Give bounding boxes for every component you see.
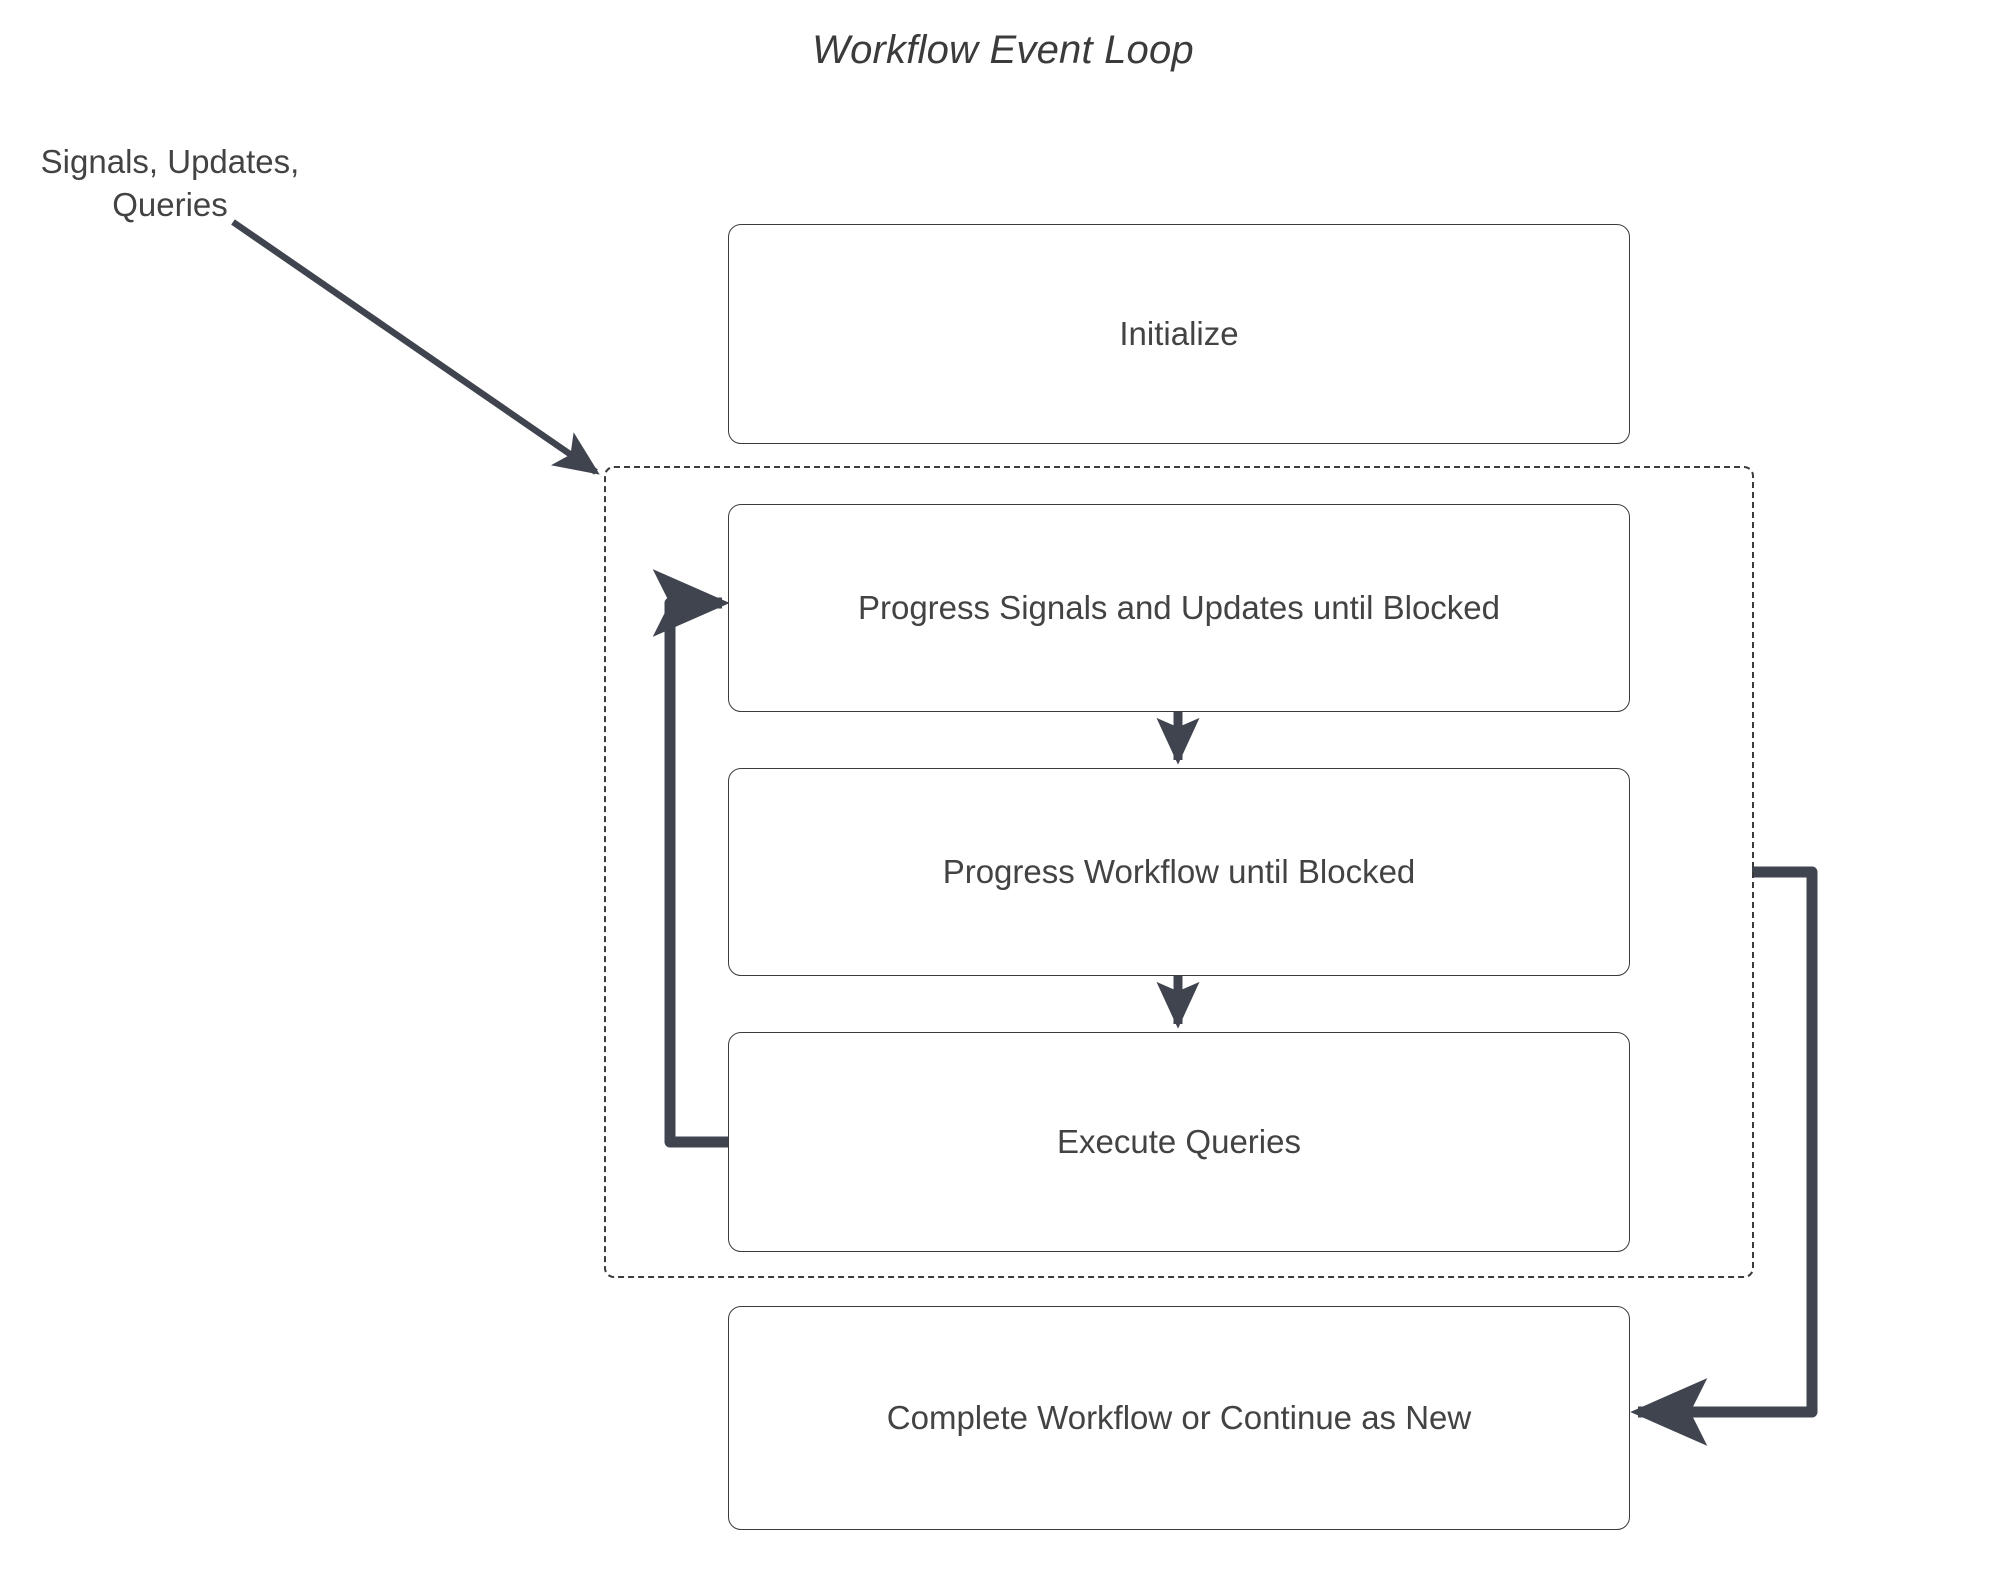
node-progress-workflow[interactable]: Progress Workflow until Blocked	[728, 768, 1630, 976]
node-progress-signals-updates-label: Progress Signals and Updates until Block…	[857, 589, 1501, 626]
page-title: Workflow Event Loop	[812, 28, 1194, 72]
event-loop-region	[604, 466, 1754, 1278]
node-execute-queries-label: Execute Queries	[1057, 1123, 1301, 1160]
edge-signals-to-loop	[231, 219, 600, 475]
external-input-label-line-1: Signals, Updates,	[40, 143, 300, 180]
node-complete-workflow-label: Complete Workflow or Continue as New	[886, 1399, 1472, 1436]
node-initialize[interactable]: Initialize	[728, 224, 1630, 444]
node-progress-signals-updates[interactable]: Progress Signals and Updates until Block…	[728, 504, 1630, 712]
node-progress-workflow-label: Progress Workflow until Blocked	[942, 853, 1416, 890]
external-input-label: Signals, Updates, Queries	[20, 140, 320, 226]
node-complete-workflow[interactable]: Complete Workflow or Continue as New	[728, 1306, 1630, 1530]
external-input-label-line-2: Queries	[112, 186, 228, 223]
node-execute-queries[interactable]: Execute Queries	[728, 1032, 1630, 1252]
node-initialize-label: Initialize	[1119, 315, 1239, 352]
